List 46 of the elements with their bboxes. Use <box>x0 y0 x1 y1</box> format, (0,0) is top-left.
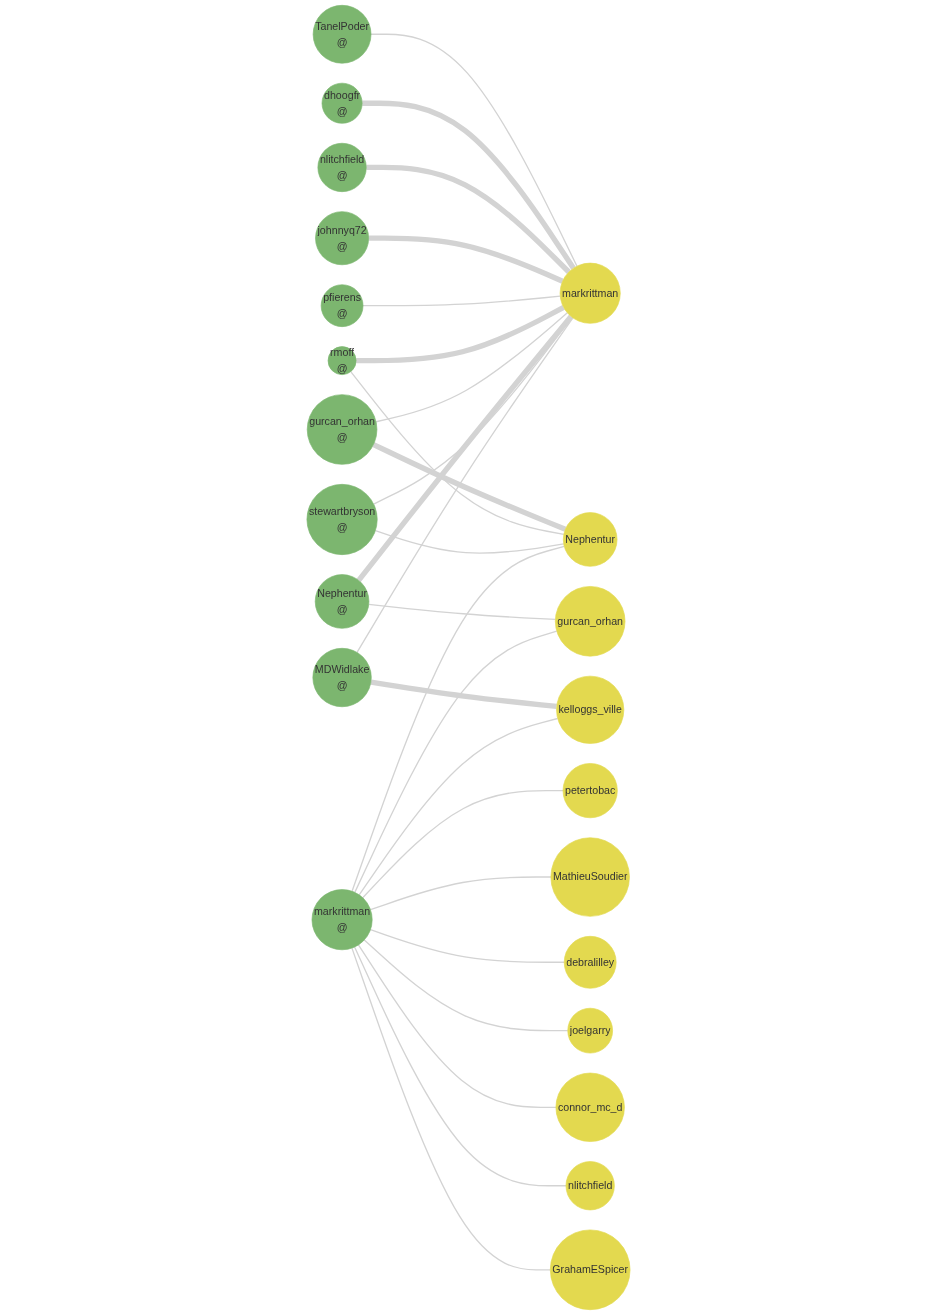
node-circle: Nephentur <box>563 512 618 567</box>
node-circle: connor_mc_d <box>555 1072 625 1142</box>
connector <box>356 317 574 654</box>
connector <box>358 717 559 896</box>
connector <box>351 545 565 892</box>
node-circle: petertobac <box>562 763 618 819</box>
node-circle: stewartbryson @ <box>306 484 378 555</box>
node-circle: rmoff @ <box>327 346 357 375</box>
connector <box>368 235 564 284</box>
node-circle: nlitchfield <box>565 1161 615 1211</box>
connector <box>368 603 557 621</box>
connector <box>369 928 565 963</box>
connector <box>374 530 565 554</box>
node-circle: pfierens @ <box>320 284 364 327</box>
node-circle: GrahamESpicer <box>549 1229 631 1310</box>
connector <box>363 939 569 1032</box>
node-circle: nlitchfield @ <box>317 142 367 192</box>
connector <box>370 33 578 267</box>
connector <box>351 947 551 1271</box>
node-circle: markrittman @ <box>311 889 373 951</box>
connector <box>357 944 557 1108</box>
node-circle: markrittman <box>559 262 621 324</box>
node-circle: MathieuSoudier <box>550 837 630 917</box>
node-circle: joelgarry <box>567 1007 613 1054</box>
node-circle: TanelPoder @ <box>312 5 372 64</box>
node-circle: johnnyq72 @ <box>315 211 369 266</box>
connector <box>354 630 558 894</box>
node-circle: Nephentur @ <box>314 574 370 629</box>
node-circle: gurcan_orhan <box>555 586 626 657</box>
node-circle: gurcan_orhan @ <box>306 394 378 465</box>
connector <box>350 371 565 536</box>
connector <box>366 164 571 274</box>
connector <box>362 100 576 270</box>
node-circle: dhoogfr @ <box>321 82 363 124</box>
connector <box>362 295 561 307</box>
connector <box>375 312 568 423</box>
connector <box>372 442 567 532</box>
connector <box>362 789 564 899</box>
node-circle: debralilley <box>563 935 617 989</box>
node-circle: MDWidlake @ <box>312 647 372 708</box>
connector <box>353 946 567 1187</box>
connector <box>356 305 565 364</box>
connector <box>369 876 552 911</box>
connector <box>356 314 574 582</box>
node-circle: kelloggs_ville <box>556 675 625 744</box>
connector <box>370 679 557 710</box>
